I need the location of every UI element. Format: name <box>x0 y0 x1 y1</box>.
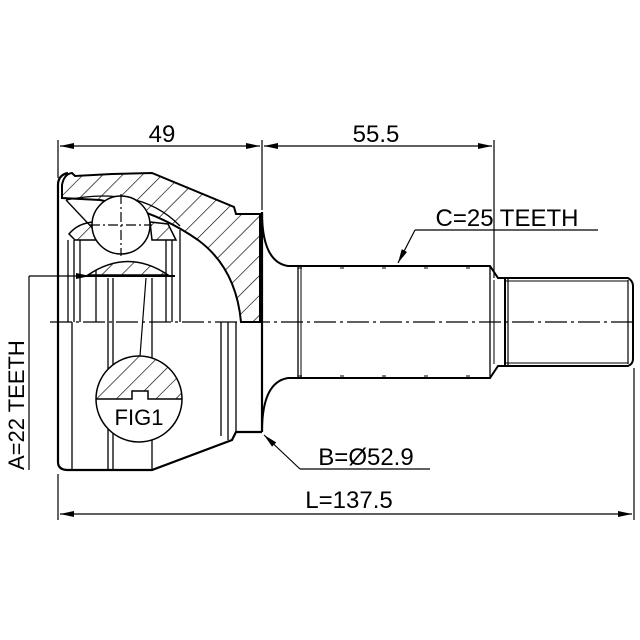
fig1-callout: FIG1 <box>95 277 183 443</box>
dimension-49: 49 <box>57 121 263 210</box>
dimension-total-length: L=137.5 <box>57 368 635 520</box>
total-length-label: L=137.5 <box>305 487 392 514</box>
dimension-55-5-label: 55.5 <box>353 121 400 148</box>
outer-diameter-callout: B=Ø52.9 <box>263 434 430 471</box>
dimension-49-label: 49 <box>149 121 176 148</box>
outer-spline-teeth-label: C=25 TEETH <box>436 205 579 232</box>
inner-spline-callout: A=22 TEETH <box>4 273 90 470</box>
fig1-label: FIG1 <box>115 405 164 430</box>
outer-spline-callout: C=25 TEETH <box>397 205 598 264</box>
dimension-55-5: 55.5 <box>264 121 495 278</box>
inner-spline-teeth-label: A=22 TEETH <box>4 340 29 470</box>
ball-bearing <box>90 194 152 256</box>
outer-diameter-label: B=Ø52.9 <box>318 444 413 471</box>
